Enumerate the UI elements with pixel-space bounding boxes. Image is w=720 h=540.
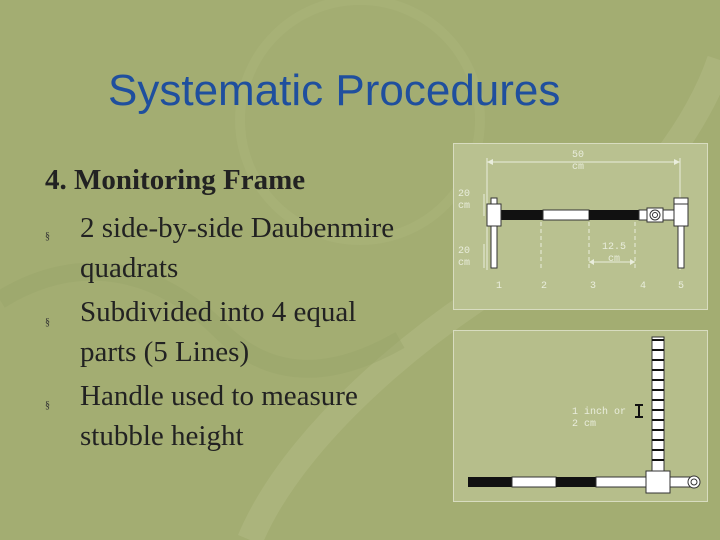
bullet-marker: § <box>45 317 50 328</box>
bullet-text-line: Subdivided into 4 equal <box>80 296 357 328</box>
bullet-text-line: quadrats <box>80 252 179 284</box>
line-number-label: 4 <box>640 281 647 292</box>
bullet-marker: § <box>45 231 50 242</box>
line-number-label: 2 <box>541 281 548 292</box>
bullet-text-line: Handle used to measure <box>80 380 358 412</box>
frame-top-view-drawing <box>483 158 689 270</box>
slide-title: Systematic Procedures <box>108 66 561 115</box>
section-heading: 4. Monitoring Frame <box>45 164 306 196</box>
bullet-text-line: stubble height <box>80 420 244 452</box>
bullet-text-line: parts (5 Lines) <box>80 336 250 368</box>
line-number-label: 1 <box>496 281 503 292</box>
bullet-marker: § <box>45 400 50 411</box>
line-number-label: 3 <box>590 281 597 292</box>
handle-side-view-drawing <box>468 336 701 494</box>
bullet-text-line: 2 side-by-side Daubenmire <box>80 212 395 244</box>
line-number-label: 5 <box>678 281 685 292</box>
